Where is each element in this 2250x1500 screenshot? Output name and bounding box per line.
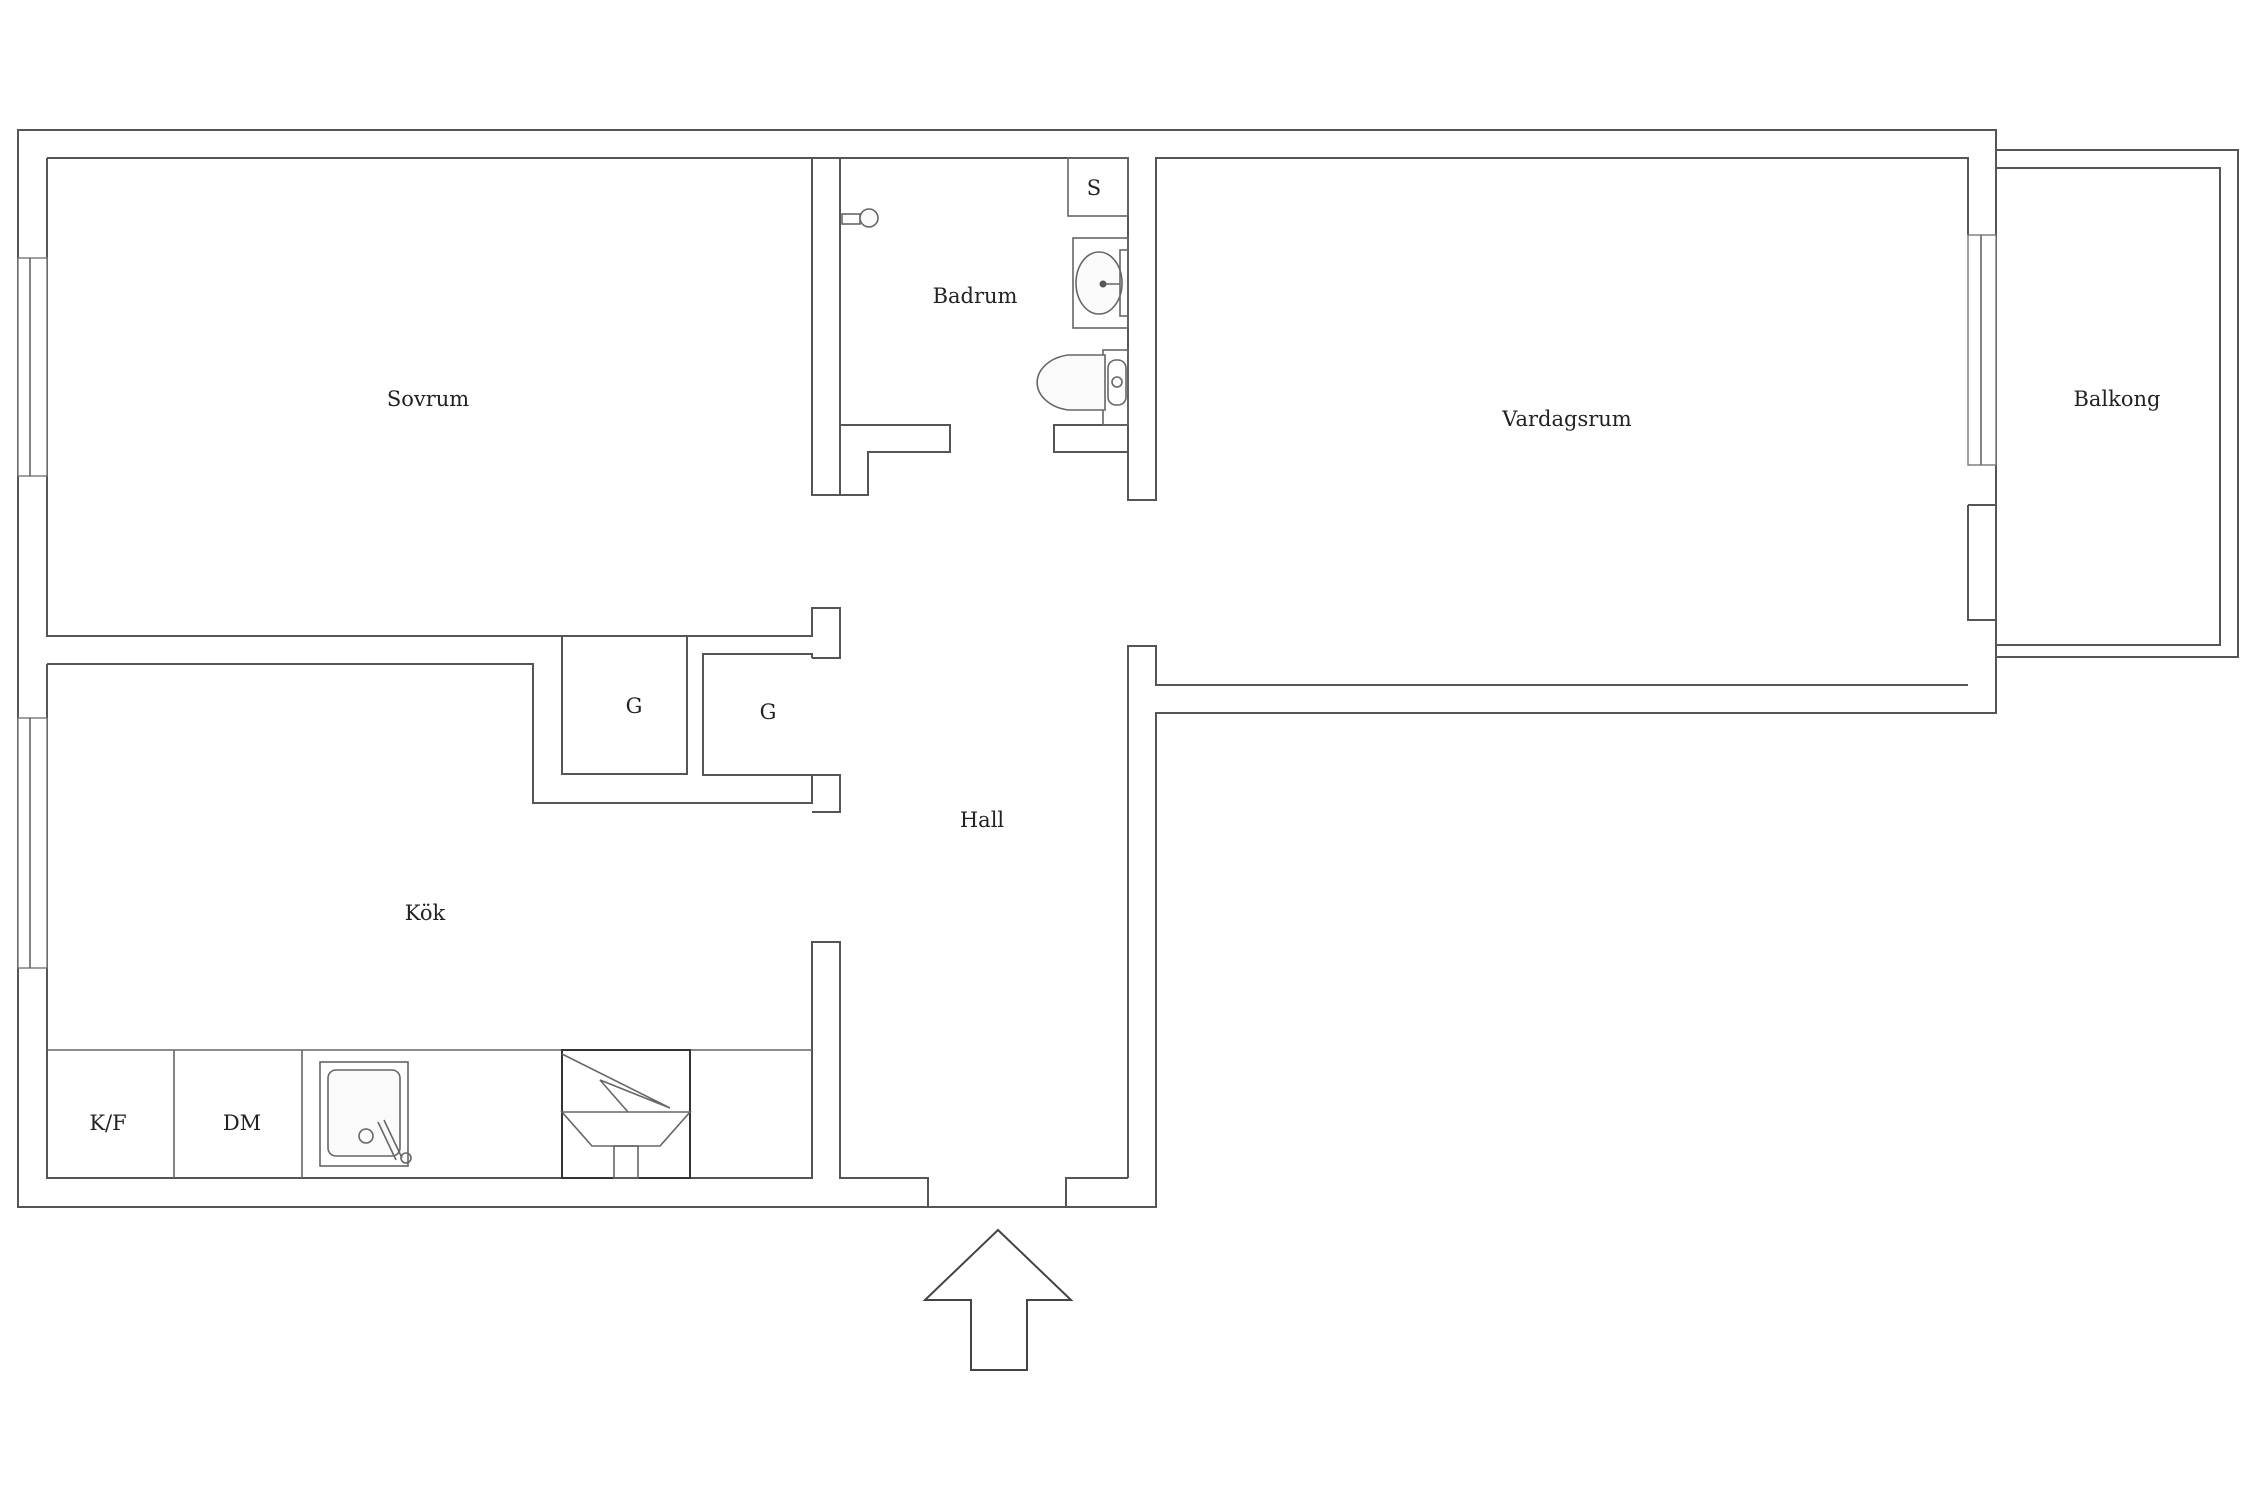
room-label-sovrum: Sovrum (387, 387, 469, 411)
room-label-badrum: Badrum (933, 284, 1018, 308)
kitchen-sink (319, 1061, 412, 1167)
storage-label: S (1087, 176, 1101, 200)
up-arrow-icon (922, 1228, 1074, 1371)
dishwasher-label: DM (223, 1111, 261, 1135)
storage-cabinet (1067, 157, 1129, 217)
room-label-balkong: Balkong (2073, 387, 2160, 411)
shower-head (841, 208, 879, 228)
room-sovrum (17, 157, 841, 659)
room-label-vardagsrum: Vardagsrum (1501, 407, 1632, 431)
toilet (1036, 349, 1129, 426)
window (1967, 234, 1997, 466)
stove (560, 1049, 692, 1179)
room-kok (17, 664, 1128, 1207)
bathroom-sink (1072, 237, 1129, 329)
entrance-arrow (922, 1228, 1074, 1371)
wardrobes (47, 635, 841, 813)
room-badrum (839, 157, 1157, 501)
wardrobe (561, 635, 688, 775)
wardrobe-label: G (626, 694, 643, 718)
wardrobe-label: G (760, 700, 777, 724)
room-label-kok: Kök (405, 901, 446, 925)
window (17, 717, 48, 969)
room-vardagsrum (1127, 157, 1997, 1178)
fridge-freezer-label: K/F (89, 1111, 126, 1135)
room-label-hall: Hall (960, 808, 1005, 832)
window (17, 257, 48, 477)
room-balkong (1996, 149, 2239, 658)
